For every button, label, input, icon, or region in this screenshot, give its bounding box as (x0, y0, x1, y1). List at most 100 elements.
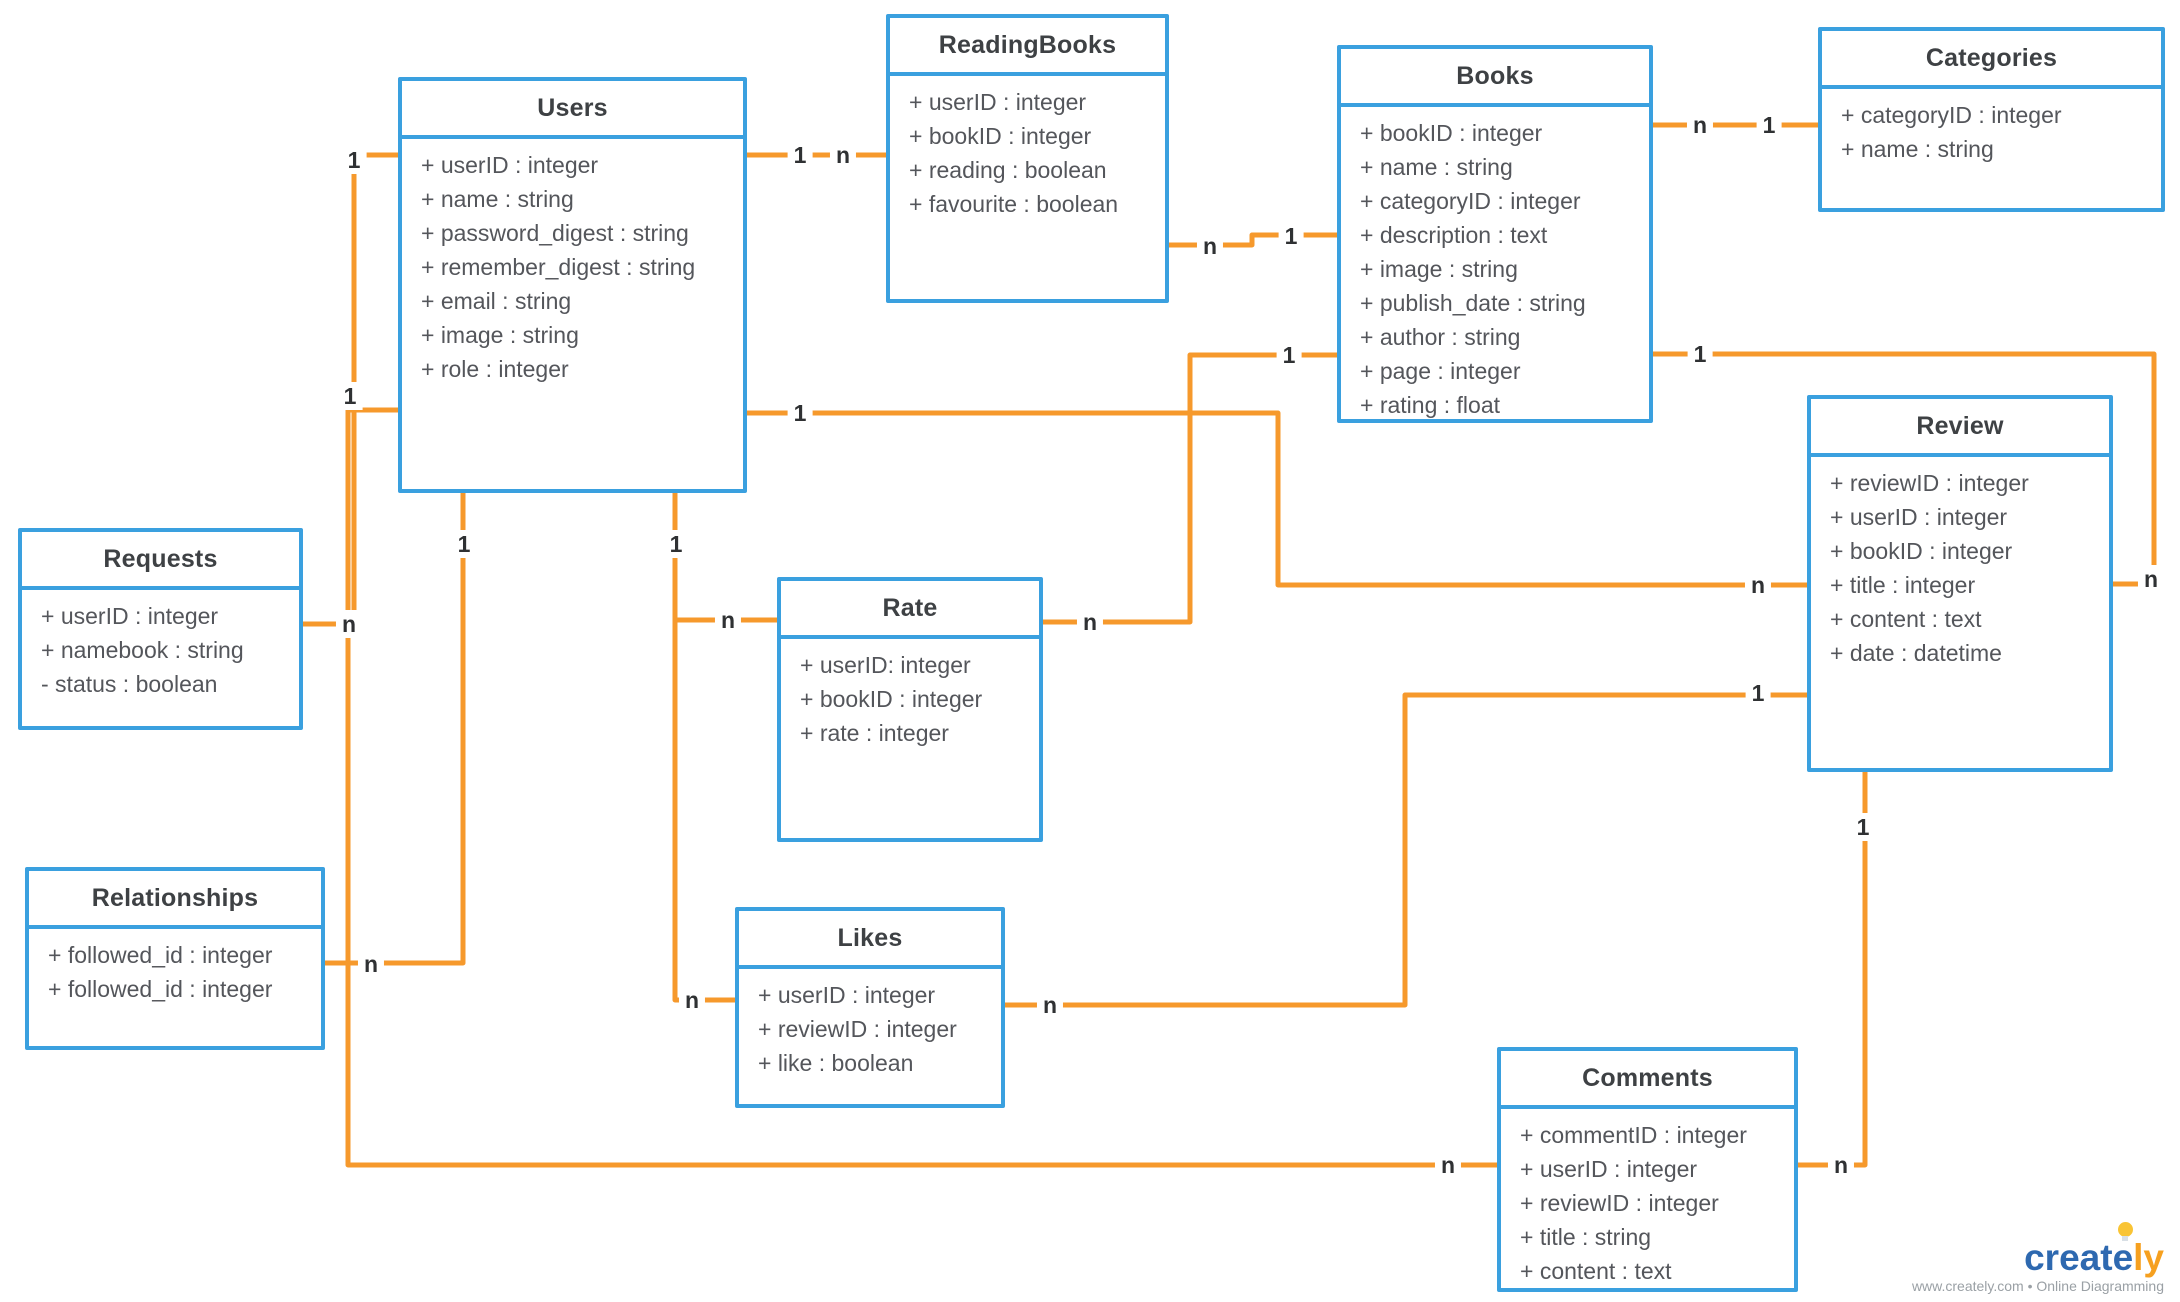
attribute-list: + userID : integer + reviewID : integer … (739, 969, 1001, 1080)
cardinality-label: n (1686, 111, 1714, 139)
connector-review-likes (1005, 692, 1807, 1008)
entity-title: Relationships (29, 871, 321, 929)
connector-users-likes (672, 493, 735, 1003)
creately-wordmark: creately (2024, 1222, 2164, 1278)
cardinality-label: 1 (787, 141, 813, 169)
entity-title: Rate (781, 581, 1039, 639)
connector-readingbooks-books (1169, 232, 1337, 248)
entity-title: Review (1811, 399, 2109, 457)
cardinality-label: n (714, 606, 742, 634)
attribute-list: + userID : integer + name : string + pas… (402, 139, 743, 386)
attribute-row: + reviewID : integer (1520, 1190, 1719, 1216)
cardinality-label: n (1827, 1151, 1855, 1179)
attribute-row: + name : string (1841, 136, 1994, 162)
attribute-row: + userID : integer (758, 982, 936, 1008)
entity-title: Requests (22, 532, 299, 590)
cardinality-label: n (1196, 232, 1224, 260)
cardinality-label: 1 (341, 146, 367, 174)
wordmark-create: create (2024, 1237, 2134, 1278)
cardinality-label: 1 (663, 530, 689, 558)
entity-requests[interactable]: Requests + userID : integer + namebook :… (18, 528, 303, 730)
entity-categories[interactable]: Categories + categoryID : integer + name… (1818, 27, 2165, 212)
attribute-row: + role : integer (421, 356, 569, 382)
attribute-row: + reading : boolean (909, 157, 1107, 183)
cardinality-label: 1 (1276, 341, 1302, 369)
attribute-list: + categoryID : integer + name : string (1822, 89, 2161, 166)
attribute-list: + bookID : integer + name : string + cat… (1341, 107, 1649, 422)
attribute-row: + like : boolean (758, 1050, 914, 1076)
entity-title: Comments (1501, 1051, 1794, 1109)
entity-title: Likes (739, 911, 1001, 969)
cardinality-label: 1 (787, 399, 813, 427)
attribute-row: + publish_date : string (1360, 290, 1586, 316)
attribute-row: + author : string (1360, 324, 1521, 350)
attribute-row: + userID : integer (1520, 1156, 1698, 1182)
entity-books[interactable]: Books + bookID : integer + name : string… (1337, 45, 1653, 423)
attribute-list: + userID: integer + bookID : integer + r… (781, 639, 1039, 750)
attribute-row: + name : string (421, 186, 574, 212)
attribute-list: + userID : integer + namebook : string -… (22, 590, 299, 701)
entity-rate[interactable]: Rate + userID: integer + bookID : intege… (777, 577, 1043, 842)
attribute-row: + date : datetime (1830, 640, 2002, 666)
cardinality-label: 1 (1756, 111, 1782, 139)
attribute-row: + content : text (1830, 606, 1982, 632)
entity-relationships[interactable]: Relationships + followed_id : integer + … (25, 867, 325, 1050)
entity-likes[interactable]: Likes + userID : integer + reviewID : in… (735, 907, 1005, 1108)
attribute-row: + image : string (1360, 256, 1518, 282)
attribute-row: + commentID : integer (1520, 1122, 1747, 1148)
attribute-row: + categoryID : integer (1841, 102, 2062, 128)
entity-review[interactable]: Review + reviewID : integer + userID : i… (1807, 395, 2113, 772)
cardinality-label: 1 (1850, 813, 1876, 841)
attribute-row: + page : integer (1360, 358, 1521, 384)
connector-books-rate (1043, 352, 1337, 625)
entity-comments[interactable]: Comments + commentID : integer + userID … (1497, 1047, 1798, 1292)
attribute-row: + bookID : integer (909, 123, 1092, 149)
attribute-row: + remember_digest : string (421, 254, 696, 280)
attribute-row: + namebook : string (41, 637, 244, 663)
cardinality-label: 1 (1687, 340, 1713, 368)
cardinality-label: n (335, 610, 363, 638)
attribute-row: + image : string (421, 322, 579, 348)
attribute-list: + userID : integer + bookID : integer + … (890, 76, 1165, 221)
lightbulb-base-icon (2122, 1236, 2128, 1241)
attribute-row: + bookID : integer (800, 686, 983, 712)
attribute-row: + title : string (1520, 1224, 1652, 1250)
entity-users[interactable]: Users + userID : integer + name : string… (398, 77, 747, 493)
cardinality-label: 1 (451, 530, 477, 558)
entity-readingbooks[interactable]: ReadingBooks + userID : integer + bookID… (886, 14, 1169, 303)
cardinality-label: 1 (337, 382, 363, 410)
cardinality-label: n (2137, 565, 2165, 593)
attribute-row: + categoryID : integer (1360, 188, 1581, 214)
cardinality-label: 1 (1745, 679, 1771, 707)
attribute-row: + reviewID : integer (758, 1016, 957, 1042)
connector-users-comments (345, 407, 1497, 1168)
attribute-row: + followed_id : integer (48, 942, 273, 968)
attribute-row: + email : string (421, 288, 572, 314)
attribute-row: + name : string (1360, 154, 1513, 180)
connector-books-review (1653, 351, 2157, 587)
attribute-row: + bookID : integer (1830, 538, 2013, 564)
attribute-row: + followed_id : integer (48, 976, 273, 1002)
attribute-row: + favourite : boolean (909, 191, 1119, 217)
attribute-row: + description : text (1360, 222, 1548, 248)
entity-title: Users (402, 81, 743, 139)
attribute-row: + reviewID : integer (1830, 470, 2029, 496)
attribute-row: + userID: integer (800, 652, 971, 678)
attribute-list: + followed_id : integer + followed_id : … (29, 929, 321, 1006)
entity-title: Books (1341, 49, 1649, 107)
attribute-row: + title : integer (1830, 572, 1976, 598)
attribute-row: + userID : integer (909, 89, 1087, 115)
entity-title: Categories (1822, 31, 2161, 89)
attribute-row: + bookID : integer (1360, 120, 1543, 146)
attribute-row: + userID : integer (41, 603, 219, 629)
attribute-list: + reviewID : integer + userID : integer … (1811, 457, 2109, 670)
creately-logo[interactable]: creately www.creately.com • Online Diagr… (1912, 1222, 2164, 1294)
connector-users-rate (672, 493, 777, 623)
attribute-row: + rating : float (1360, 392, 1500, 418)
entity-title: ReadingBooks (890, 18, 1165, 76)
cardinality-label: n (1744, 571, 1772, 599)
cardinality-label: n (678, 986, 706, 1014)
attribute-row: + userID : integer (421, 152, 599, 178)
